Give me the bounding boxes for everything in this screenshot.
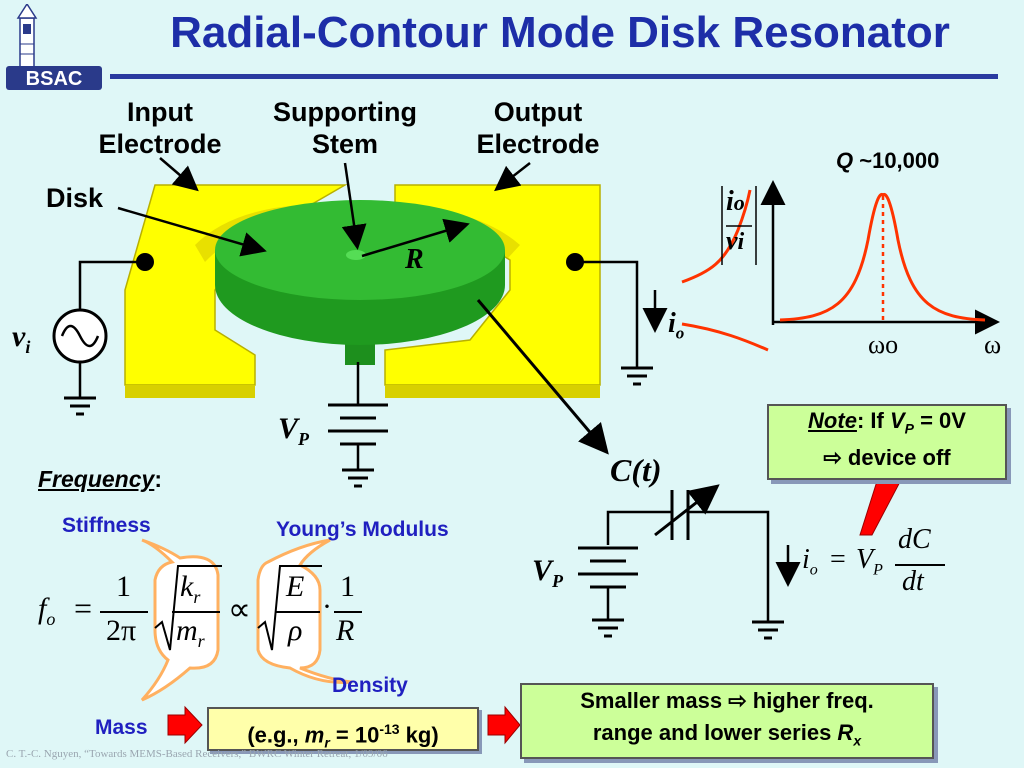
device-diagram bbox=[52, 157, 1000, 745]
frequency-heading: Frequency: bbox=[38, 466, 162, 492]
omega-axis-label: ω bbox=[984, 330, 1002, 359]
note-box: Note: If VP = 0V ⇨ device off bbox=[767, 404, 1007, 480]
vi-label: vi bbox=[12, 320, 31, 357]
youngs-modulus-label: Young’s Modulus bbox=[276, 518, 449, 541]
title-underline bbox=[110, 74, 998, 79]
resonator-disk bbox=[215, 200, 505, 345]
logo-text: BSAC bbox=[26, 68, 83, 90]
bsac-logo: BSAC bbox=[6, 2, 106, 94]
summary-box: Smaller mass ⇨ higher freq. range and lo… bbox=[520, 683, 934, 759]
io-label: io bbox=[668, 308, 685, 343]
ct-label: C(t) bbox=[610, 452, 662, 488]
footer-citation: C. T.-C. Nguyen, “Towards MEMS-Based Rec… bbox=[6, 748, 388, 760]
page-title: Radial-Contour Mode Disk Resonator bbox=[170, 8, 950, 57]
stiffness-label: Stiffness bbox=[62, 514, 151, 537]
radius-label: R bbox=[405, 244, 424, 275]
vp-label: VP bbox=[278, 412, 310, 449]
plot-ylabel-numerator: io bbox=[726, 186, 745, 217]
omega0-tick: ωo bbox=[868, 330, 899, 359]
density-label: Density bbox=[332, 674, 408, 697]
mass-example-box: (e.g., mr = 10-13 kg) bbox=[207, 707, 479, 751]
resonance-curve bbox=[779, 192, 986, 322]
frequency-response-plot bbox=[681, 180, 1000, 352]
disk-label: Disk bbox=[46, 183, 104, 213]
plot-ylabel-denominator: vi bbox=[726, 226, 745, 255]
q-label: Q ~10,000 bbox=[836, 148, 940, 173]
mass-label: Mass bbox=[95, 716, 148, 739]
vp2-label: VP bbox=[532, 554, 564, 591]
